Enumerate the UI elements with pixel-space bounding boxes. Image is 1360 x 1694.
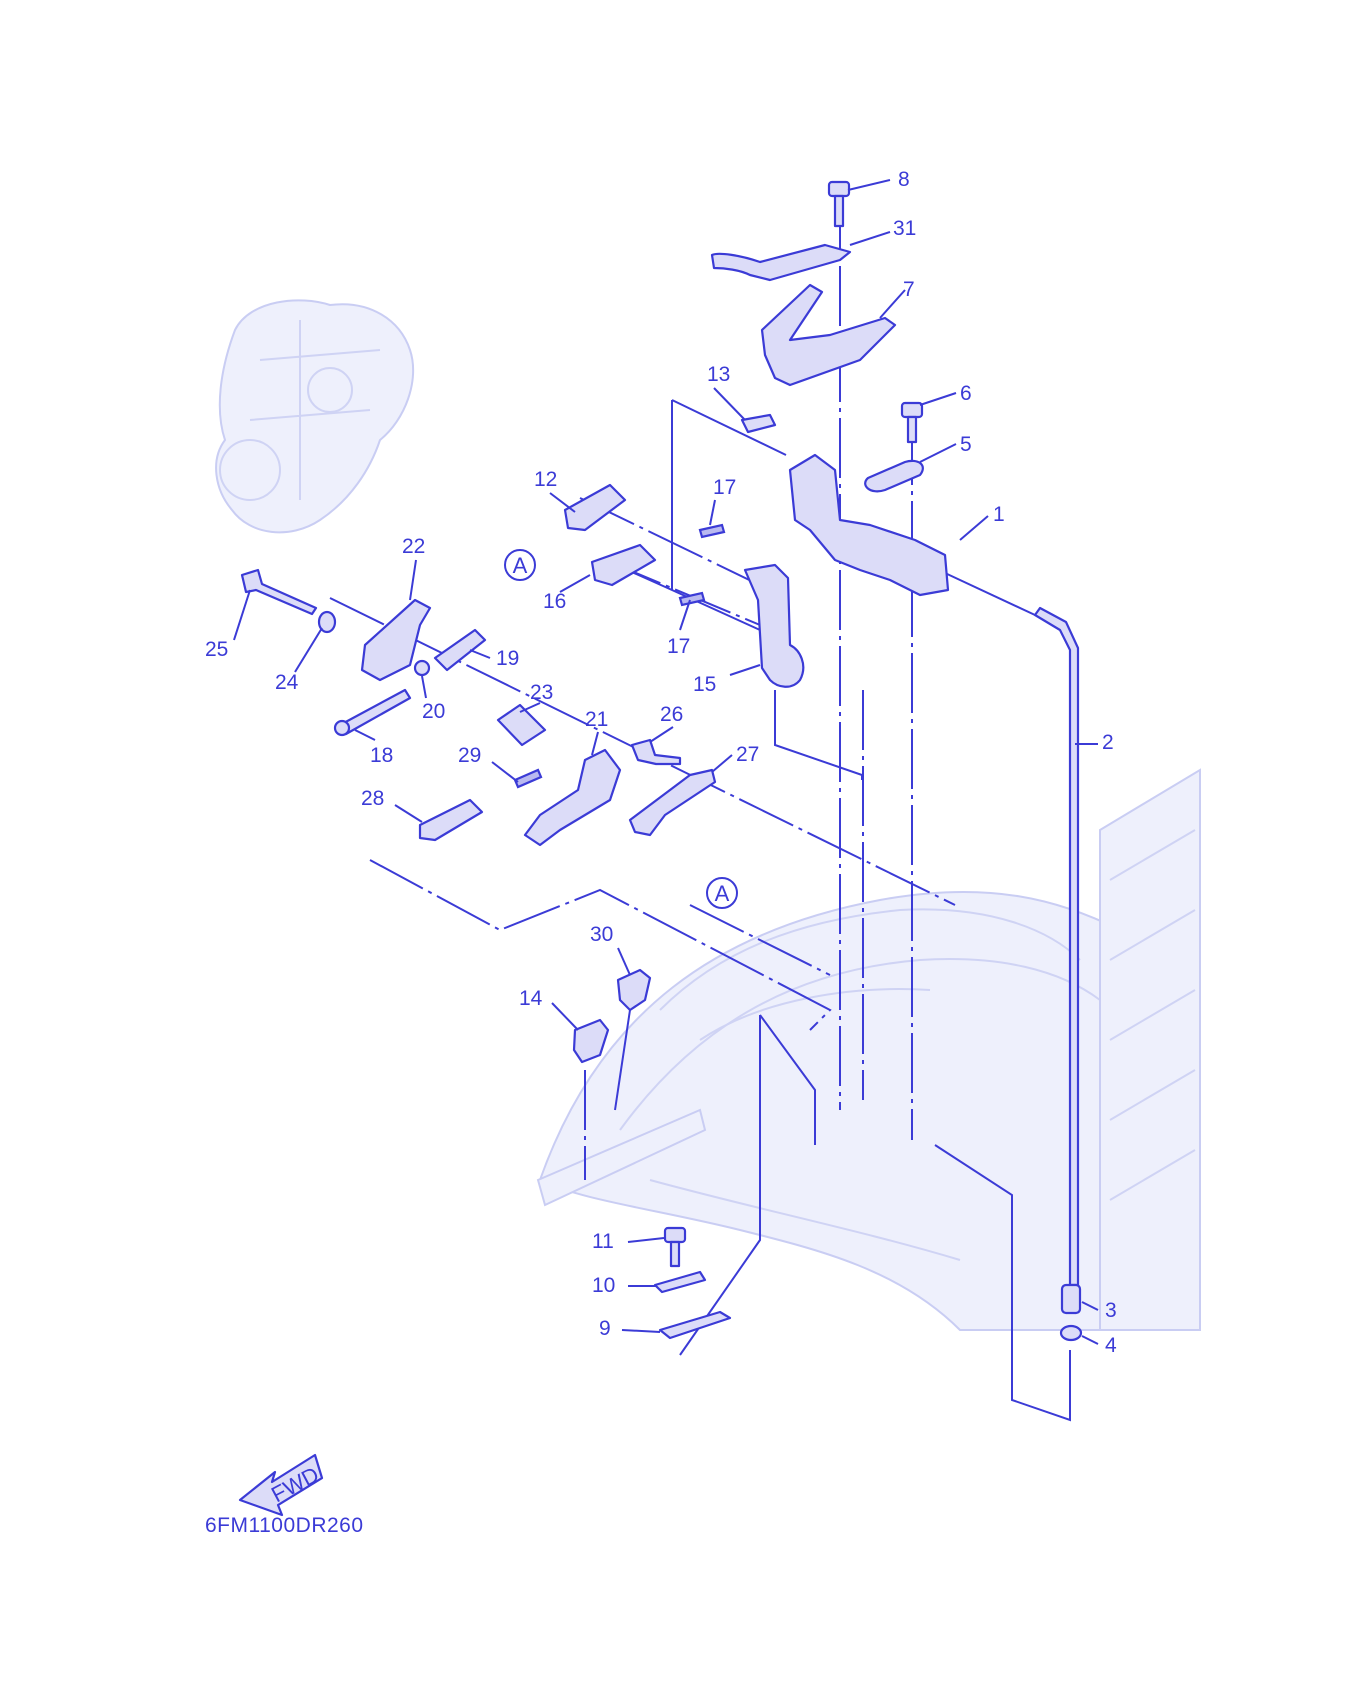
part-label-22: 22 [402,535,425,558]
fwd-arrow-icon: FWD [238,1453,324,1517]
part-label-5: 5 [960,433,972,456]
bolt-11 [663,1226,687,1268]
pin-29 [513,768,543,789]
clip-13 [740,413,777,434]
part-label-13: 13 [707,363,730,386]
callout-a-1: A [504,549,536,581]
part-label-25: 25 [205,638,228,661]
part-label-24: 24 [275,671,299,694]
grommet-4 [1059,1324,1083,1342]
part-label-18: 18 [370,744,393,767]
collar-3 [1060,1283,1082,1315]
bracket-31 [710,243,852,282]
lever-15 [743,563,805,688]
part-label-7: 7 [903,278,915,301]
part-label-28: 28 [361,787,384,810]
part-label-17b: 17 [667,635,690,658]
part-label-10: 10 [592,1274,615,1297]
part-labels: 1 2 3 4 5 6 7 8 9 10 11 12 13 14 15 16 1… [205,168,1117,1357]
part-label-11: 11 [592,1230,614,1253]
bolt-8 [827,180,851,228]
callout-a-letter: A [513,553,528,578]
bolt-26 [630,738,682,766]
callout-a-letter: A [715,881,730,906]
part-label-27: 27 [736,743,759,766]
lever-1 [788,453,950,597]
part-label-21: 21 [585,708,608,731]
part-label-16: 16 [543,590,566,613]
clip-14 [572,1018,610,1064]
part-label-17a: 17 [713,476,736,499]
link-12 [563,483,627,532]
lever-22 [360,598,432,682]
bolt-6 [900,401,924,444]
part-label-29: 29 [458,744,481,767]
diagram-code: 6FM1100DR260 [205,1514,364,1537]
link-19 [433,628,487,672]
collar-20 [413,659,431,677]
part-label-1: 1 [993,503,1005,526]
engine-background [215,299,1201,1331]
link-28 [418,798,484,842]
callout-a-2: A [706,877,738,909]
part-label-19: 19 [496,647,519,670]
part-label-30: 30 [590,923,613,946]
part-label-31: 31 [893,217,916,240]
bolt-25 [240,568,318,616]
label-leaders [233,179,1099,1345]
part-label-9: 9 [599,1317,611,1340]
part-label-2: 2 [1102,731,1114,754]
part-label-23: 23 [530,681,553,704]
bracket-7 [760,283,897,387]
rod-18 [338,688,412,736]
bracket-27 [628,768,717,837]
parts: FWD [238,180,1083,1517]
collar-23 [496,703,547,747]
clip-17a [698,523,726,539]
part-label-15: 15 [693,673,716,696]
plate-5 [864,459,924,493]
link-16 [590,543,657,587]
plate-10 [653,1270,707,1294]
clip-30 [616,968,652,1012]
part-label-8: 8 [898,168,910,191]
part-label-4: 4 [1105,1334,1117,1357]
part-label-6: 6 [960,382,972,405]
plate-9 [658,1310,732,1340]
part-label-20: 20 [422,700,445,723]
part-label-14: 14 [519,987,543,1010]
lever-21 [523,748,622,847]
clip-17b [678,591,706,607]
part-label-12: 12 [534,468,557,491]
washer-24 [317,610,337,634]
part-label-26: 26 [660,703,683,726]
part-label-3: 3 [1105,1299,1117,1322]
